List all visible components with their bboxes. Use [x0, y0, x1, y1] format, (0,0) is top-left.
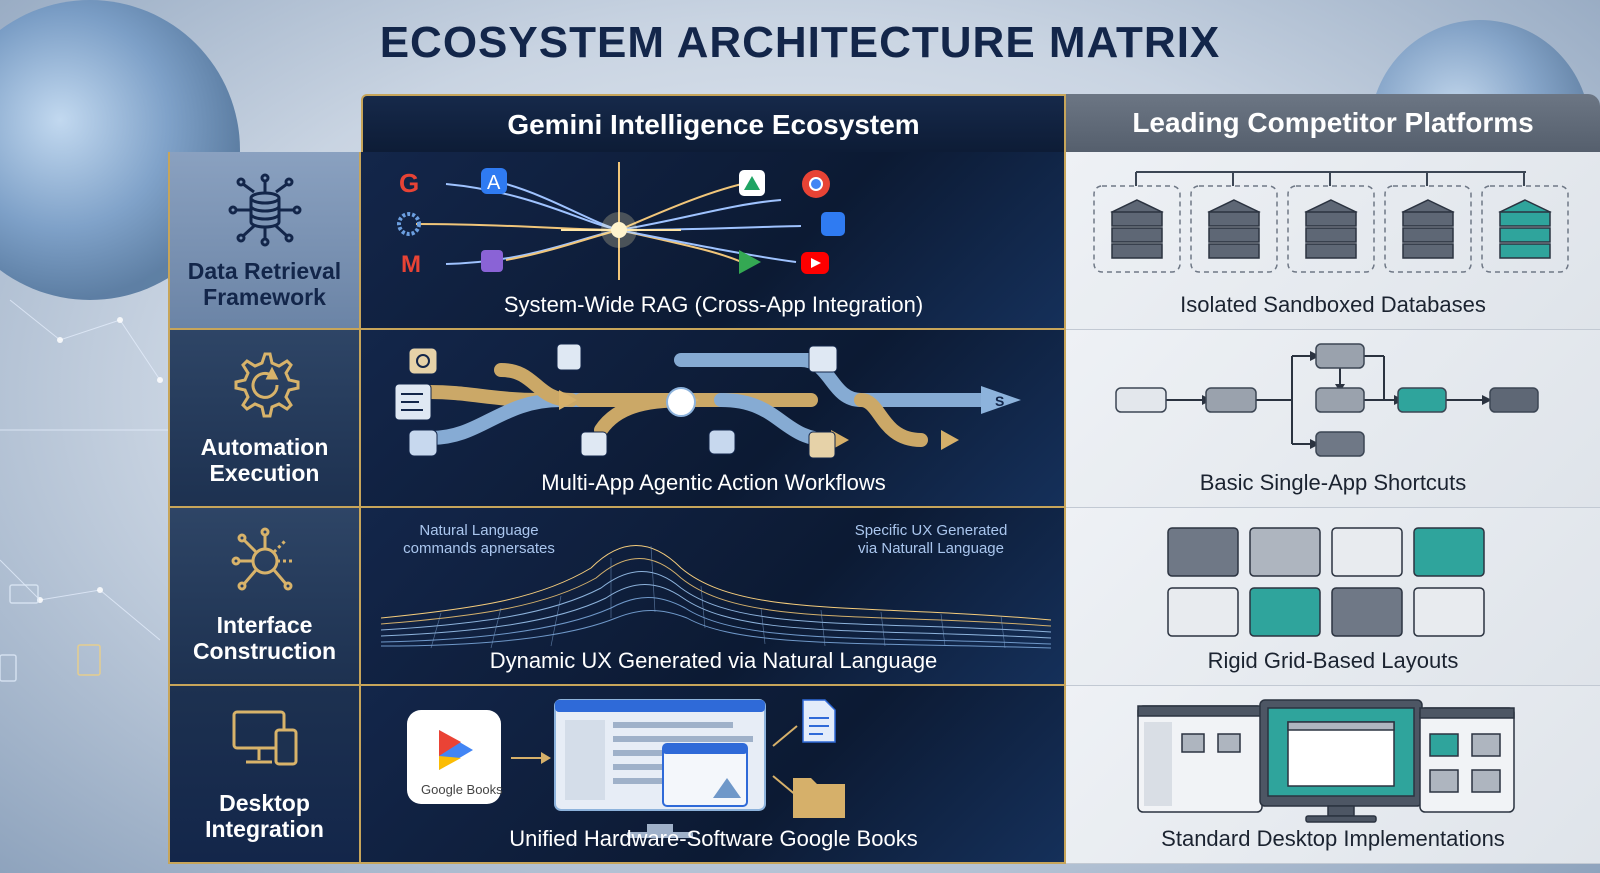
- unified-desktop-graphic: [407, 699, 845, 838]
- svg-text:S: S: [995, 393, 1004, 409]
- row-label-line1: Desktop: [219, 790, 310, 816]
- competitor-caption: Rigid Grid-Based Layouts: [1207, 648, 1459, 673]
- competitor-caption: Basic Single-App Shortcuts: [1199, 470, 1467, 495]
- competitor-cell-automation: Basic Single-App Shortcuts: [1066, 330, 1600, 508]
- row-interface-construction: Interface Construction: [168, 508, 1600, 686]
- gemini-caption: Dynamic UX Generated via Natural Languag…: [489, 648, 938, 673]
- row-desktop-integration: Desktop Integration: [168, 686, 1600, 864]
- row-label-line2: Integration: [205, 816, 324, 842]
- node-network-icon: [231, 527, 293, 591]
- gemini-caption: Multi-App Agentic Action Workflows: [541, 470, 886, 495]
- row-label-line2: Execution: [209, 460, 320, 486]
- gear-icon: [234, 352, 300, 418]
- google-books-app-label: Google Books: [421, 782, 503, 797]
- competitor-caption: Isolated Sandboxed Databases: [1180, 292, 1486, 317]
- row-header-desktop: Desktop Integration: [168, 686, 361, 864]
- gemini-cell-interface: Natural Language commands apnersates Spe…: [361, 508, 1066, 686]
- row-data-retrieval: Data Retrieval Framework: [168, 152, 1600, 330]
- cross-app-rag-graphic: G A M: [397, 162, 845, 280]
- sandboxed-databases-graphic: [1093, 171, 1569, 273]
- overlay-right-line1: Specific UX Generated: [854, 522, 1008, 539]
- competitor-cell-data-retrieval: Isolated Sandboxed Databases: [1066, 152, 1600, 330]
- competitor-cell-interface: Rigid Grid-Based Layouts: [1066, 508, 1600, 686]
- database-network-icon: [228, 173, 302, 247]
- svg-text:G: G: [399, 168, 419, 198]
- competitor-caption: Standard Desktop Implementations: [1161, 826, 1505, 851]
- row-label-line2: Construction: [192, 638, 337, 664]
- gemini-cell-data-retrieval: G A M System-Wide RAG (Cross-App Integra…: [361, 152, 1066, 330]
- row-header-interface: Interface Construction: [168, 508, 361, 686]
- rigid-grid-layout-graphic: [1167, 527, 1485, 637]
- column-header-gemini: Gemini Intelligence Ecosystem: [361, 94, 1066, 152]
- row-header-automation: Automation Execution: [168, 330, 361, 508]
- gemini-caption: Unified Hardware-Software Google Books: [509, 826, 918, 851]
- row-header-data-retrieval: Data Retrieval Framework: [168, 152, 361, 330]
- generative-mesh-wave-graphic: [380, 545, 1052, 649]
- overlay-left-line1: Natural Language: [419, 522, 539, 539]
- row-label-line1: Data Retrieval: [187, 258, 342, 284]
- page-title: ECOSYSTEM ARCHITECTURE MATRIX: [379, 18, 1221, 67]
- svg-text:A: A: [487, 172, 501, 194]
- row-label-line1: Interface: [216, 612, 313, 638]
- overlay-left-line2: commands apnersates: [403, 540, 555, 557]
- competitor-cell-desktop: Standard Desktop Implementations: [1066, 686, 1600, 864]
- gemini-cell-automation: S Multi-App Agentic Action Workflows: [361, 330, 1066, 508]
- overlay-right-line2: via Naturall Language: [858, 540, 1004, 557]
- row-automation: Automation Execution: [168, 330, 1600, 508]
- svg-text:M: M: [401, 251, 421, 278]
- gemini-cell-desktop: Google Books Unified Hardware-Software G…: [361, 686, 1066, 864]
- architecture-matrix: Gemini Intelligence Ecosystem Leading Co…: [168, 94, 1600, 866]
- agentic-workflow-graphic: S: [394, 343, 1021, 459]
- row-label-line1: Automation: [200, 434, 329, 460]
- desktop-tablet-icon: [232, 710, 298, 766]
- gemini-caption: System-Wide RAG (Cross-App Integration): [503, 292, 924, 317]
- single-app-shortcut-flow-graphic: [1115, 343, 1539, 457]
- row-label-line2: Framework: [203, 284, 326, 310]
- standard-desktop-graphic: [1137, 699, 1515, 823]
- column-header-competitor: Leading Competitor Platforms: [1066, 94, 1600, 152]
